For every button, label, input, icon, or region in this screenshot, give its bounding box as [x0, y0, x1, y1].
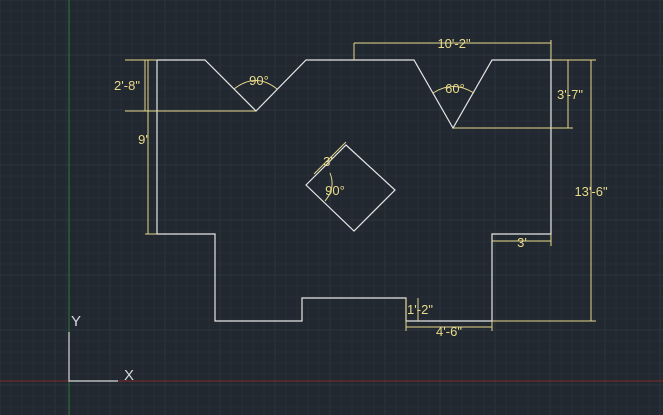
dimension-lines	[125, 40, 596, 331]
rotated-square-shape[interactable]	[305, 144, 396, 232]
ucs-icon	[68, 332, 118, 382]
dim-right-notch-width: 3'	[517, 235, 527, 250]
dim-right-notch-depth: 3'-7"	[557, 87, 583, 102]
dim-right-notch-angle: 60°	[445, 81, 465, 96]
dim-total-height: 13'-6"	[574, 184, 608, 199]
ucs-y-label: Y	[71, 313, 81, 330]
dim-left-notch-depth: 2'-8"	[114, 78, 140, 93]
dim-square-angle: 90°	[325, 183, 345, 198]
dim-bottom-width: 4'-6"	[436, 324, 462, 339]
dim-top-width: 10'-2"	[437, 36, 471, 51]
dim-left-notch-angle: 90°	[249, 73, 269, 88]
dim-square-side: 3'	[323, 154, 333, 169]
ucs-x-label: X	[124, 367, 134, 384]
dim-left-height: 9'	[138, 132, 148, 147]
dim-bottom-step: 1'-2"	[407, 302, 433, 317]
floor-plan-outline[interactable]	[156, 59, 552, 322]
